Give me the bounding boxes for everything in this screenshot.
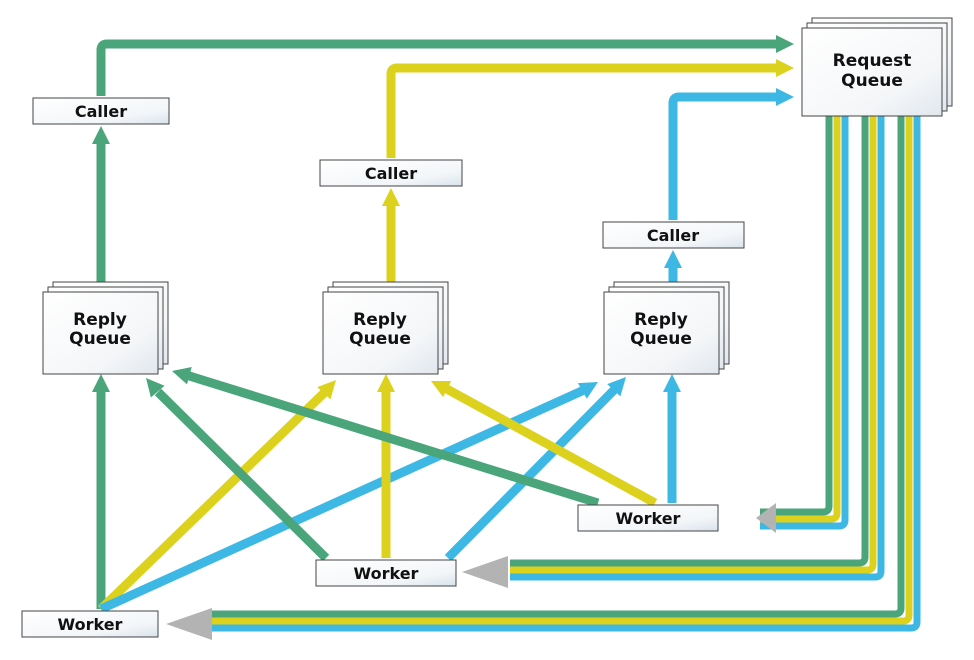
route-middle-blue	[510, 116, 885, 581]
worker-right-to-yellow-reply	[442, 384, 658, 507]
worker-left-arrowhead	[166, 608, 212, 640]
request-queue: Request Queue	[801, 17, 953, 117]
worker-right: Worker	[577, 504, 719, 532]
route-middle-yellow	[510, 116, 877, 574]
worker-label: Worker	[616, 509, 681, 528]
worker-left-to-yellow-reply	[97, 388, 329, 613]
reply-queue-blue: Reply Queue	[603, 281, 730, 375]
reply-queue-label-line2: Queue	[349, 329, 411, 349]
yellow-request-arrowhead	[776, 59, 794, 77]
worker-bottom-left: Worker	[21, 610, 159, 638]
caller-green: Caller	[32, 97, 170, 125]
route-left-yellow	[212, 116, 913, 625]
caller-blue: Caller	[602, 221, 745, 249]
green-caller-arrowhead	[92, 126, 110, 144]
reply-arrowhead	[577, 382, 598, 399]
reply-queue-label-line2: Queue	[69, 329, 131, 349]
worker-right-to-green-reply	[181, 369, 600, 508]
reply-arrowhead	[172, 367, 192, 385]
route-right-blue	[760, 116, 849, 530]
yellow-request-line	[386, 63, 778, 158]
green-request-arrowhead	[776, 35, 794, 53]
reply-queue-label-line1: Reply	[634, 310, 688, 330]
worker-left-to-blue-reply	[99, 385, 586, 614]
caller-yellow: Caller	[319, 159, 463, 187]
route-middle-green	[510, 116, 869, 567]
route-lines	[212, 116, 921, 632]
reply-queue-label-line1: Reply	[353, 310, 407, 330]
worker-label: Worker	[58, 615, 123, 634]
reply-arrowhead	[92, 374, 110, 392]
worker-label: Worker	[354, 564, 419, 583]
reply-lines	[96, 369, 677, 614]
worker-middle: Worker	[315, 559, 457, 587]
arrowheads	[92, 35, 794, 640]
route-left-blue	[212, 116, 921, 632]
blue-request-arrowhead	[776, 88, 794, 106]
worker-middle-arrowhead	[462, 556, 508, 588]
worker-middle-to-blue-reply	[444, 386, 618, 562]
route-right-green	[760, 116, 833, 516]
request-queue-label-line2: Queue	[841, 71, 903, 91]
route-left-green	[212, 116, 905, 618]
yellow-caller-arrowhead	[382, 188, 400, 206]
caller-label: Caller	[647, 226, 699, 245]
reply-queue-green: Reply Queue	[42, 281, 169, 375]
route-right-yellow	[760, 116, 841, 523]
blue-request-line	[668, 92, 778, 220]
reply-arrowhead	[377, 374, 395, 392]
worker-right-arrowhead	[756, 503, 776, 533]
reply-arrowhead	[663, 374, 681, 392]
reply-queue-label-line1: Reply	[73, 310, 127, 330]
caller-label: Caller	[365, 164, 417, 183]
reply-arrowhead	[146, 378, 165, 398]
request-lines	[96, 39, 778, 282]
green-request-line	[96, 39, 778, 96]
caller-label: Caller	[75, 102, 127, 121]
request-queue-label-line1: Request	[833, 51, 912, 71]
reply-queue-yellow: Reply Queue	[322, 281, 449, 375]
blue-caller-arrowhead	[664, 250, 682, 268]
reply-arrowhead	[431, 381, 452, 398]
reply-queue-label-line2: Queue	[630, 329, 692, 349]
reply-arrowhead	[317, 380, 336, 400]
reply-arrowhead	[607, 377, 626, 397]
worker-middle-to-green-reply	[154, 388, 330, 562]
